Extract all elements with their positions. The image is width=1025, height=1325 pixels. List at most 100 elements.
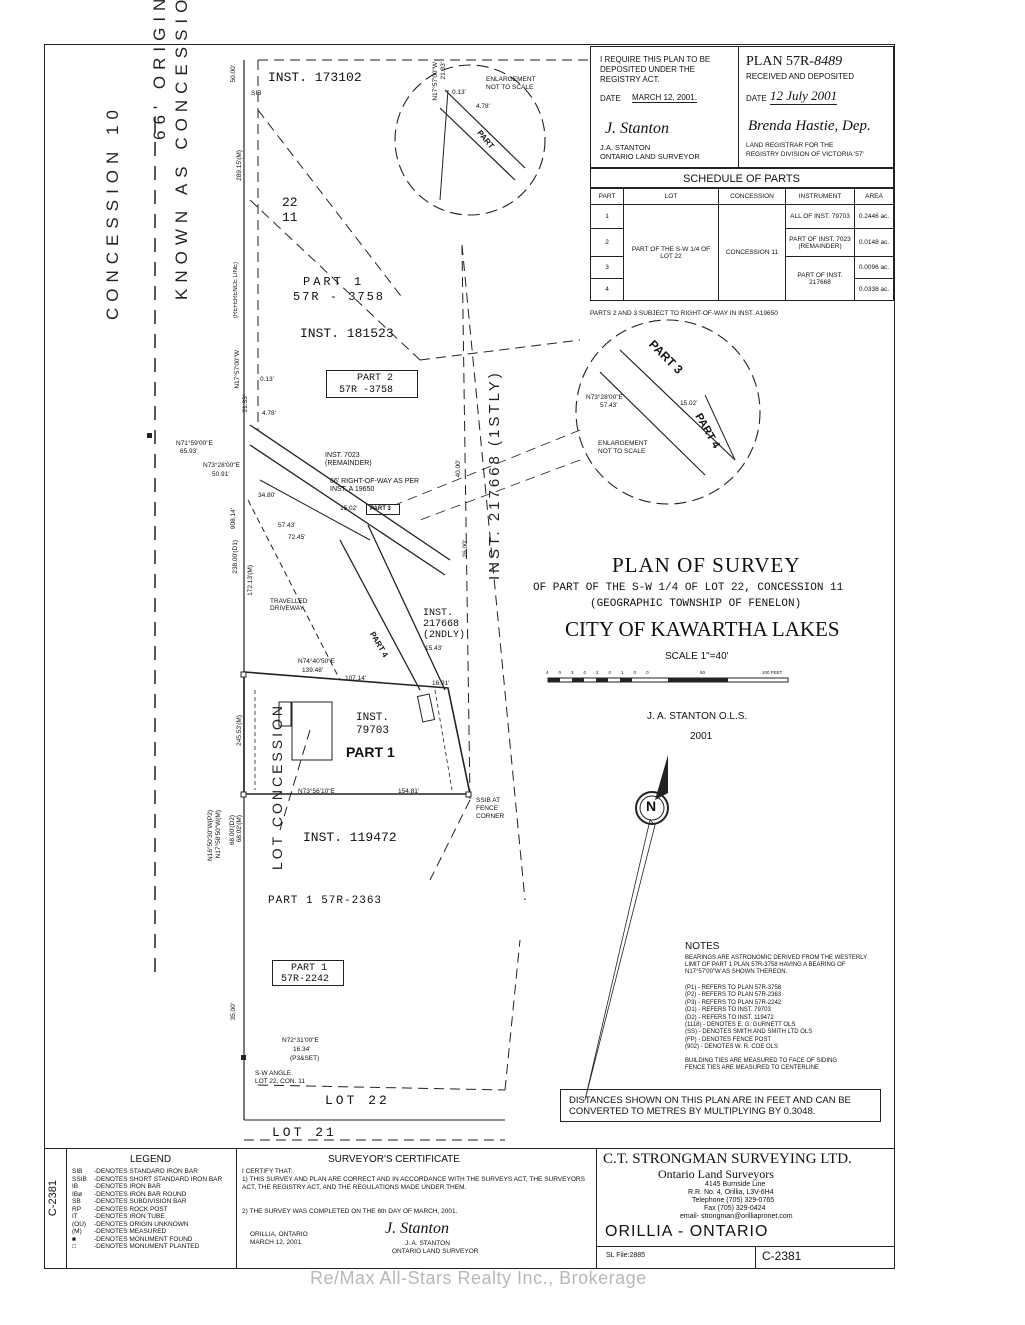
scale-label: SCALE 1"=40' [665,651,729,662]
north-arrow-letter: N [646,798,657,814]
dim-0-13: 0.13' [260,376,274,383]
dim-68-00: 68.00'(D2) [229,815,236,846]
scale-bar [547,677,789,683]
dim-172-13: 172.13'(M) [247,565,254,596]
company-address2: R.R. No. 4, Orillia, L3V-6H4 [688,1189,774,1196]
note-ref-p2: (P2) - REFERS TO PLAN 57R-2363 [685,992,782,999]
deposit-date-label: DATE [746,94,767,103]
company-file: SL File:2885 [606,1252,646,1259]
notes-heading: NOTES [685,941,720,952]
lot-concession-label: LOT CONCESSION [269,703,285,870]
note-ref-d1: (D1) - REFERS TO INST. 79703 [685,1007,771,1014]
certificate-item1: 1) THIS SURVEY AND PLAN ARE CORRECT AND … [242,1176,585,1191]
legend-item-found: ■-DENOTES MONUMENT FOUND [72,1235,193,1243]
note-ref-1118: (1118) - DENOTES E. G. GURNETT OLS [685,1022,796,1029]
right-of-way-label: 66' RIGHT-OF-WAY AS PER INST. A 19650 [330,478,420,493]
schedule-note: PARTS 2 AND 3 SUBJECT TO RIGHT-OF-WAY IN… [590,310,778,317]
note-ref-p3: (P3) - REFERS TO PLAN 57R-2242 [685,999,782,1006]
schedule-row-1: 1 PART OF THE S-W 1/4 OF LOT 22 CONCESSI… [590,204,894,301]
dim-72-45: 72.45' [288,534,306,541]
certificate-signature: J. Stanton [385,1220,449,1237]
legend-item-m: (M)-DENOTES MEASURED [72,1228,167,1235]
inst-79703-label-b: 79703 [356,725,390,737]
legend-item-sib: SIB-DENOTES STANDARD IRON BAR [72,1168,198,1175]
dim-4-78-enlarge: 4.78' [476,103,490,110]
dim-26-00: 26.00' [462,540,469,558]
plan-title: PLAN OF SURVEY [612,553,801,577]
dim-n74: N74°40'50"E [298,658,335,665]
part1-2363-label: PART 1 57R-2363 [268,895,383,907]
lot-22-label: LOT 22 [325,1093,390,1108]
company-fax: Fax (705) 329-0424 [704,1205,766,1212]
deposit-date-value: 12 July 2001 [770,88,838,105]
certificate-place: ORILLIA, ONTARIO [250,1231,308,1238]
side-drawing-label: C-2381 [47,1180,59,1217]
dim-15-02-enlarge: 15.02' [680,400,698,407]
part2-box: PART 2 57R -3758 [326,370,418,398]
schedule-row-2: 2 PART OF INST. 7023 (REMAINDER) 0.0148 … [590,228,894,257]
dim-139-48: 139.48' [302,667,324,674]
registry-divider [738,46,740,168]
legend-list: SIB-DENOTES STANDARD IRON BAR SSIB-DENOT… [72,1168,222,1251]
dim-57-43: 57.43' [278,522,296,529]
dim-908-14: 908.14' [230,508,237,530]
ssib-fence-label: SSIB AT FENCE CORNER [476,797,505,820]
road-allowance-label: 66' ORIGINAL ROAD ALLOWANCE BETWEEN CONC… [150,0,170,140]
legend-title: LEGEND [130,1154,172,1165]
legend-item-sb: SB-DENOTES SUBDIVISION BAR [72,1198,187,1205]
dim-n16-50: N16°50'30"W(P2) [207,810,214,861]
inst-181523-label: INST. 181523 [300,326,394,341]
dim-15-43: 15.43' [425,645,443,652]
notes-bearings: BEARINGS ARE ASTRONOMIC DERIVED FROM THE… [685,955,868,975]
inst-119472-label: INST. 119472 [303,830,397,845]
enlargement-label-2: ENLARGEMENT NOT TO SCALE [598,440,648,455]
dim-154-81: 154.81' [398,788,420,795]
concession-number-11: 11 [282,210,298,225]
registry-surveyor-name: J.A. STANTON [600,143,651,152]
legend-item-rp: RP-DENOTES ROCK POST [72,1205,168,1213]
certificate-date: MARCH 12, 2001. [250,1239,303,1246]
sw-angle-label: S-W ANGLE LOT 22, CON. 11 [255,1070,305,1085]
legend-item-ib: IB-DENOTES IRON BAR [72,1183,161,1190]
legend-item-ib-round: IBø-DENOTES IRON BAR ROUND [72,1190,187,1198]
dim-238-00: 238.00'(D1) [232,540,239,574]
part3-small-box: PART 3 [366,504,400,515]
schedule-row-3: 3 PART OF INST. 217668 0.0096 ac. [590,256,894,301]
lot-21-label: LOT 21 [272,1125,337,1140]
dim-245-53: 245.53'(M) [236,715,243,746]
surveyor-signature: J. Stanton [605,120,669,137]
received-deposited: RECEIVED AND DEPOSITED [746,72,855,81]
note-ref-902: (902) - DENOTES W. R. COE OLS [685,1044,779,1051]
dim-65-93: 65.93' [180,448,198,455]
registry-date-value: MARCH 12, 2001. [632,93,697,103]
part1-main-label: PART 1 [346,744,395,760]
bottom-strip [44,1148,895,1269]
part4-west-line [339,539,421,691]
enlargement-circle-1 [394,64,546,216]
reference-line-label: (REFERENCE LINE) [233,262,239,319]
dim-n17-57: N17°57'00"W [234,350,241,389]
inst-217668-2ndly-label: INST. 217668 (2NDLY) [423,608,466,641]
company-city: ORILLIA - ONTARIO [605,1223,769,1240]
part4-east-line [367,524,446,691]
company-email: email- strongman@orilliapronet.com [680,1213,793,1220]
company-phone: Telephone (705) 329-0765 [692,1197,775,1204]
dim-16-34: 16.34' [293,1046,311,1053]
registry-surveyor-title: ONTARIO LAND SURVEYOR [600,152,700,161]
dim-n71: N71°59'00"E [176,440,213,447]
dim-15-02: 15.02' [340,505,358,512]
registrar-signature: Brenda Hastie, Dep. [748,118,871,134]
certificate-signer: J. A. STANTON [405,1240,450,1247]
legend-item-planted: □-DENOTES MONUMENT PLANTED [72,1243,200,1250]
east-dashed-boundary [461,244,526,901]
dim-4-78: 4.78' [262,410,276,417]
dim-40-00: 40.00' [455,460,462,478]
dim-p3-set: (P3&SET) [290,1055,320,1062]
dim-107-14: 107.14' [345,675,367,682]
part1-2242-box: PART 1 57R-2242 [272,960,344,986]
plan-number-label: PLAN 57R-8489 [746,54,843,69]
concession-10-label: CONCESSION 10 [103,104,122,320]
legend-item-ou: (OU)-DENOTES ORIGIN UNKNOWN [72,1220,189,1228]
enlargement-circle-2 [575,319,761,505]
dim-n17-57-enlarge: N17°57'00"W [432,62,439,101]
